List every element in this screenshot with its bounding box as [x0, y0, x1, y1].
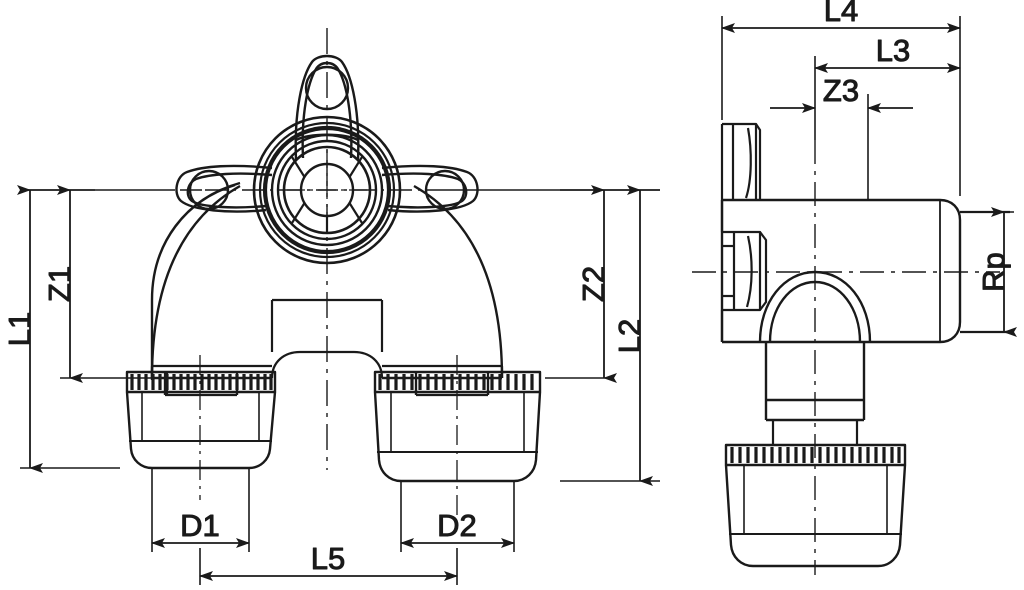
dimension-D2: D2 [400, 481, 515, 552]
hub-flange-rings [252, 115, 402, 265]
dimension-D1: D1 [151, 468, 250, 552]
dimension-label-D1: D1 [180, 508, 220, 543]
side-view-spigot [771, 420, 859, 445]
side-view-lower-outlet [758, 270, 872, 422]
front-view [20, 28, 660, 515]
dimension-Z2: Z2 [545, 185, 617, 383]
dimension-Rp: Rp [962, 207, 1017, 337]
dimension-label-L1: L1 [2, 312, 37, 346]
left-mounting-lug [175, 164, 273, 213]
dimension-L4: L4 [721, 0, 961, 196]
dimension-label-Rp: Rp [976, 252, 1011, 292]
right-knurled-nut [373, 370, 542, 483]
dimension-Z1: Z1 [42, 185, 152, 383]
dimension-L3: L3 [814, 33, 961, 140]
hub-center-crosshair [287, 150, 367, 232]
dimension-label-L2: L2 [612, 319, 647, 353]
left-knurled-nut [125, 370, 277, 470]
left-leg-shoulder [150, 364, 272, 397]
dimension-Z3: Z3 [770, 73, 913, 200]
dimension-label-L4: L4 [824, 0, 858, 28]
dimension-label-D2: D2 [437, 508, 477, 543]
side-knurl-teeth [730, 447, 901, 463]
dimension-L5: L5 [199, 541, 458, 585]
left-knurl-teeth [130, 374, 273, 390]
dimension-L2: L2 [560, 185, 660, 486]
dimension-L1: L1 [2, 185, 120, 473]
dimension-label-Z3: Z3 [823, 73, 859, 108]
right-knurl-teeth [378, 374, 534, 390]
valve-body-crotch [270, 298, 384, 379]
side-view-knurled-nut [724, 443, 907, 568]
side-view-wall-bracket [720, 122, 768, 342]
dimension-label-Z1: Z1 [42, 266, 77, 302]
side-view-body [720, 198, 962, 344]
top-mounting-lug [294, 54, 360, 161]
dimension-label-L5: L5 [311, 541, 345, 576]
dimension-label-Z2: Z2 [576, 266, 611, 302]
side-view [692, 122, 1010, 575]
dimension-label-L3: L3 [876, 33, 910, 68]
right-mounting-lug [381, 164, 479, 213]
